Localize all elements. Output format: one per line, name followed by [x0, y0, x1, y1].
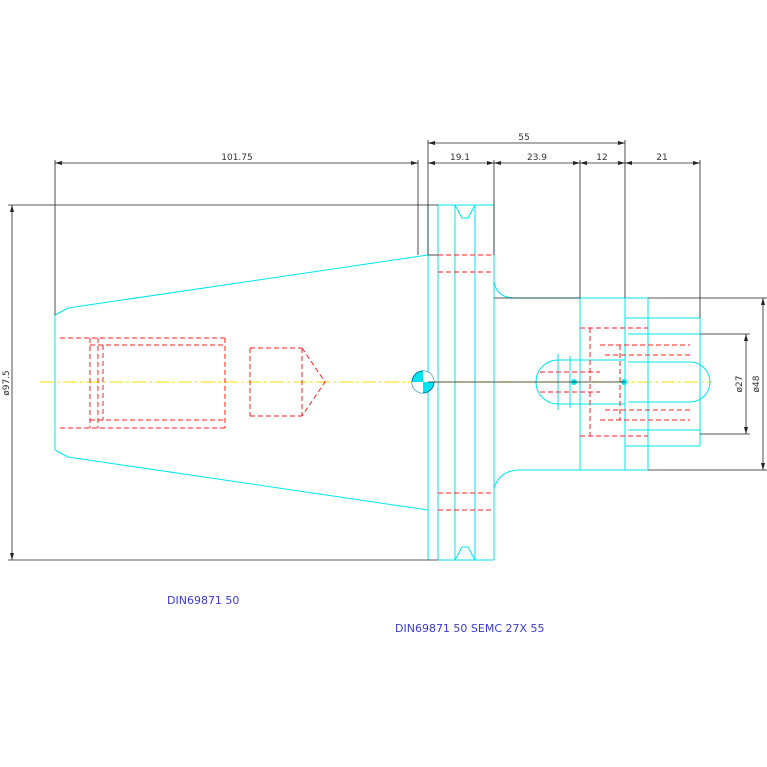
- dimension-lines: [8, 140, 767, 561]
- standard-label: DIN69871 50: [167, 594, 240, 607]
- center-markers: [411, 370, 627, 394]
- dim-taper-length: 101.75: [221, 153, 253, 163]
- hidden-lines: [60, 254, 690, 511]
- flange-outline: [437, 204, 580, 561]
- dim-d2: 23.9: [527, 153, 547, 163]
- dim-d3: 12: [596, 153, 607, 163]
- body-outline: [535, 297, 711, 471]
- part-label: DIN69871 50 SEMC 27X 55: [395, 622, 545, 635]
- dim-d4: 21: [656, 153, 667, 163]
- dim-overall-length: 55: [518, 133, 529, 143]
- dim-body-diameter: ø48: [752, 375, 762, 392]
- dimension-arrows: [10, 141, 765, 560]
- dim-bore-diameter: ø27: [735, 376, 745, 393]
- dim-d1: 19.1: [450, 153, 470, 163]
- dim-flange-diameter: ø97.5: [2, 370, 12, 396]
